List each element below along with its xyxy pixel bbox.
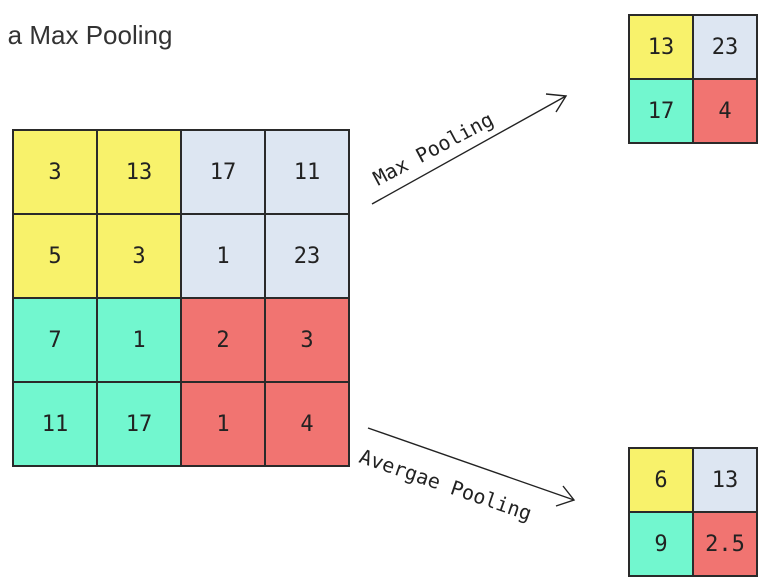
- input-cell: 11: [13, 382, 97, 466]
- input-cell: 4: [265, 382, 349, 466]
- input-cell: 2: [181, 298, 265, 382]
- max-pooling-arrow: [371, 93, 568, 205]
- input-cell: 13: [97, 130, 181, 214]
- input-cell: 1: [97, 298, 181, 382]
- input-cell: 5: [13, 214, 97, 298]
- max-pooling-output: 13 23 17 4: [628, 14, 758, 144]
- input-cell: 11: [265, 130, 349, 214]
- input-cell: 3: [97, 214, 181, 298]
- input-cell: 1: [181, 382, 265, 466]
- max-pooling-label: Max Pooling: [369, 107, 497, 190]
- input-cell: 1: [181, 214, 265, 298]
- average-pooling-arrow: [367, 427, 576, 507]
- input-cell: 7: [13, 298, 97, 382]
- avg-pool-cell: 6: [629, 448, 693, 512]
- caption-text: n a Max Pooling: [0, 20, 173, 50]
- input-cell: 3: [13, 130, 97, 214]
- average-pooling-label: Avergae Pooling: [356, 444, 535, 525]
- avg-pool-cell: 9: [629, 512, 693, 576]
- max-pool-cell: 23: [693, 15, 757, 79]
- max-pool-cell: 4: [693, 79, 757, 143]
- avg-pool-cell: 2.5: [693, 512, 757, 576]
- input-cell: 23: [265, 214, 349, 298]
- input-cell: 17: [181, 130, 265, 214]
- max-pool-cell: 17: [629, 79, 693, 143]
- max-pool-cell: 13: [629, 15, 693, 79]
- input-cell: 3: [265, 298, 349, 382]
- avg-pool-cell: 13: [693, 448, 757, 512]
- input-matrix: 3 13 17 11 5 3 1 23 7 1 2 3 11 17 1 4: [12, 129, 350, 467]
- input-cell: 17: [97, 382, 181, 466]
- average-pooling-output: 6 13 9 2.5: [628, 447, 758, 577]
